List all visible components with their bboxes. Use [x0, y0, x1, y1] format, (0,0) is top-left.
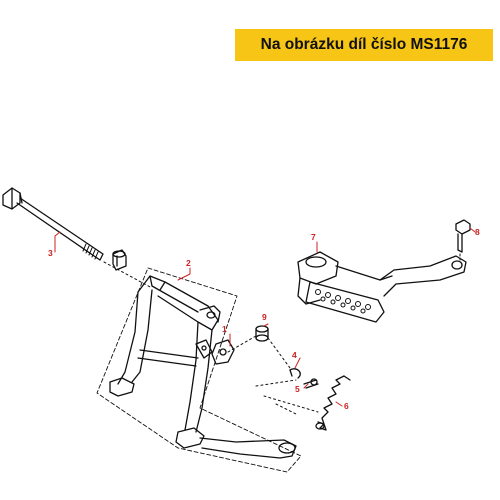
assembly-leader-line: [103, 261, 153, 289]
part-1-spacer[interactable]: [211, 339, 235, 365]
part-5-pin[interactable]: [303, 378, 319, 389]
callout-8: 8: [475, 227, 480, 237]
callout-2: 2: [186, 258, 191, 268]
part-6-spring[interactable]: [315, 375, 351, 431]
callout-5: 5: [295, 384, 300, 394]
part-7-kickstand[interactable]: [297, 251, 467, 323]
part-3-bolt[interactable]: [2, 187, 104, 261]
part-2-center-stand[interactable]: [96, 267, 302, 473]
assembly-leader-lines: [227, 335, 319, 415]
part-number-banner: Na obrázku díl číslo MS1176: [235, 29, 493, 61]
callout-numbers: 3 2 1 9 7 8 4 5 6: [48, 227, 480, 411]
callout-6: 6: [344, 401, 349, 411]
part-number-text: Na obrázku díl číslo MS1176: [260, 36, 468, 53]
callout-9: 9: [262, 312, 267, 322]
bushing[interactable]: [112, 249, 127, 271]
callout-4: 4: [292, 350, 297, 360]
part-9-bushing[interactable]: [255, 325, 269, 342]
callout-leaders: [54, 227, 476, 407]
part-4-circlip[interactable]: [289, 368, 301, 379]
callout-3: 3: [48, 248, 53, 258]
callout-1: 1: [222, 324, 227, 334]
part-8-bolt[interactable]: [455, 219, 471, 253]
callout-7: 7: [311, 232, 316, 242]
